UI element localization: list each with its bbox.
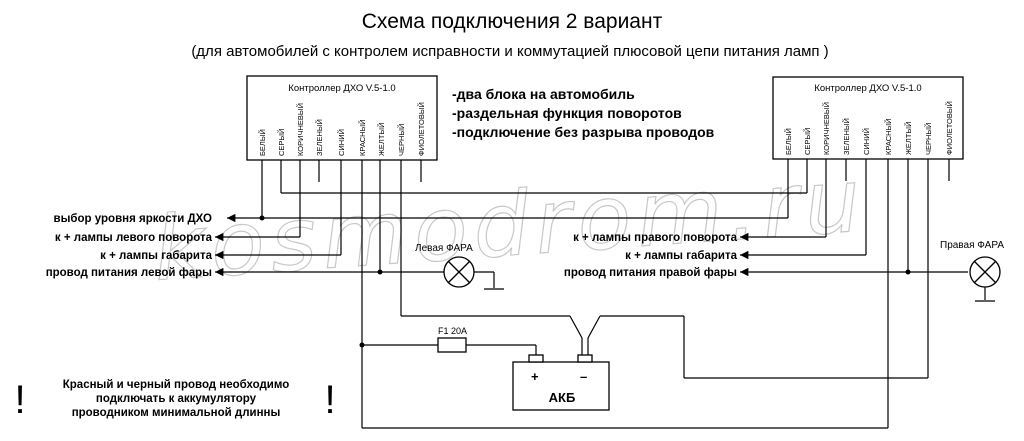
controller-left: Контроллер ДХО V.5-1.0 БЕЛЫЙ СЕРЫЙ КОРИЧНЕ… xyxy=(246,75,438,161)
diagram-title: Схема подключения 2 вариант xyxy=(362,10,663,33)
wire-color-label: КОРИЧНЕВЫЙ xyxy=(822,102,831,155)
label-left-power: провод питания левой фары xyxy=(46,267,212,279)
controller-right: Контроллер ДХО V.5-1.0 БЕЛЫЙ СЕРЫЙ КОРИЧНЕ… xyxy=(772,76,964,160)
note-line: проводником минимальной длинны xyxy=(72,407,281,419)
watermark: kosmodrom.ru xyxy=(150,148,869,301)
battery-icon xyxy=(512,354,610,411)
wire-color-label: ЖЕЛТЫЙ xyxy=(377,123,386,156)
wire-color-label: ЗЕЛЕНЫЙ xyxy=(315,119,324,156)
right-lamp-label: Правая ФАРА xyxy=(940,240,1004,251)
fuse-icon xyxy=(437,337,467,353)
battery-minus: – xyxy=(580,369,587,384)
wire-color-label: ЧЕРНЫЙ xyxy=(924,123,933,155)
note-line: Красный и черный провод необходимо xyxy=(63,379,289,391)
wire-color-label: КРАСНЫЙ xyxy=(358,119,367,156)
left-lamp-label: Левая ФАРА xyxy=(415,243,473,254)
wire-color-label: ЧЕРНЫЙ xyxy=(397,124,406,156)
wire-color-label: СИНИЙ xyxy=(862,128,871,155)
label-brightness: выбор уровня яркости ДХО xyxy=(54,213,213,225)
wire-color-label: ЗЕЛЕНЫЙ xyxy=(842,118,851,155)
controller-right-title: Контроллер ДХО V.5-1.0 xyxy=(814,83,921,94)
right-labels: к + лампы правого поворота к + лампы габ… xyxy=(564,232,738,279)
controller-left-title: Контроллер ДХО V.5-1.0 xyxy=(288,83,395,94)
wire-color-label: ФИОЛЕТОВЫЙ xyxy=(945,101,954,155)
wire-color-label: КРАСНЫЙ xyxy=(884,118,893,155)
left-labels: выбор уровня яркости ДХО к + лампы левог… xyxy=(46,213,213,279)
wire-color-label: БЕЛЫЙ xyxy=(784,128,793,155)
fuse-label: F1 20A xyxy=(438,326,467,336)
feature-item: -два блока на автомобиль xyxy=(452,86,635,102)
wire-color-label: СИНИЙ xyxy=(337,129,346,156)
feature-item: -подключение без разрыва проводов xyxy=(452,124,715,140)
wire-color-label: КОРИЧНЕВЫЙ xyxy=(296,103,305,156)
wire-color-label: БЕЛЫЙ xyxy=(258,129,267,156)
feature-item: -раздельная функция поворотов xyxy=(452,105,682,121)
label-right-power: провод питания правой фары xyxy=(564,267,737,279)
left-lamp-icon xyxy=(443,256,475,288)
wires xyxy=(215,159,995,429)
wire-color-label: ЖЕЛТЫЙ xyxy=(904,122,913,155)
feature-list: -два блока на автомобиль -раздельная фун… xyxy=(452,86,715,140)
warning-note: ! ! Красный и черный провод необходимо п… xyxy=(14,378,335,422)
wire-color-label: ФИОЛЕТОВЫЙ xyxy=(417,102,426,156)
exclamation-icon: ! xyxy=(324,378,335,422)
label-right-turn: к + лампы правого поворота xyxy=(573,232,738,244)
label-left-turn: к + лампы левого поворота xyxy=(55,232,213,244)
battery-label: АКБ xyxy=(549,390,576,405)
battery-plus: + xyxy=(531,369,539,384)
exclamation-icon: ! xyxy=(14,378,25,422)
label-right-marker: к + лампы габарита xyxy=(625,250,737,262)
wire-color-label: СЕРЫЙ xyxy=(277,129,286,156)
junction-dots xyxy=(259,215,911,348)
wire-color-label: СЕРЫЙ xyxy=(803,128,812,155)
note-line: подключать к аккумулятору xyxy=(96,393,257,405)
label-left-marker: к + лампы габарита xyxy=(100,250,212,262)
right-lamp-icon xyxy=(969,256,1001,288)
diagram-subtitle: (для автомобилей с контролем исправности… xyxy=(191,43,828,60)
